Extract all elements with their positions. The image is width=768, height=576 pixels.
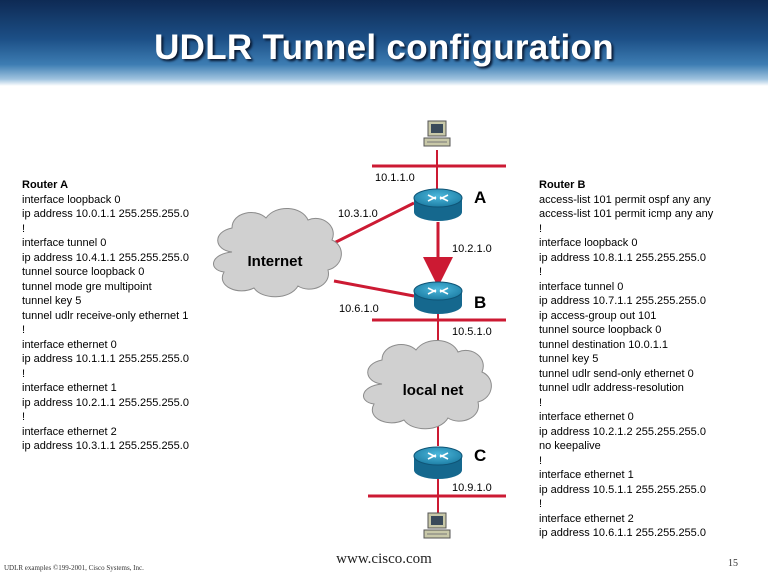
router-c-label: C	[474, 446, 486, 465]
config-line: tunnel mode gre multipoint	[22, 280, 152, 293]
title-bar	[0, 0, 768, 86]
config-line: interface ethernet 0	[539, 411, 634, 423]
config-line: ip access-group out 101	[539, 309, 657, 322]
config-line: ip address 10.5.1.1 255.255.255.0	[539, 483, 706, 496]
config-line: interface loopback 0	[539, 237, 638, 249]
config-line: interface ethernet 2	[22, 425, 117, 438]
config-line: interface ethernet 0	[22, 338, 117, 351]
workstation-icon	[423, 512, 451, 539]
config-line: !	[539, 498, 543, 510]
config-line: tunnel key 5	[539, 353, 599, 365]
config-line: !	[22, 411, 26, 423]
config-line: !	[22, 222, 26, 235]
router-b-icon	[413, 281, 463, 314]
config-line: !	[539, 454, 543, 467]
footer-url: www.cisco.com	[336, 551, 432, 567]
footer-copyright: UDLR examples ©199-2001, Cisco Systems, …	[4, 564, 144, 572]
net-label-bottom-lan: 10.9.1.0	[452, 482, 492, 494]
net-label-a-b-link: 10.2.1.0	[452, 243, 492, 255]
config-line: tunnel destination 10.0.1.1	[539, 338, 669, 351]
config-line: ip address 10.3.1.1 255.255.255.0	[22, 440, 189, 452]
page-number: 15	[728, 558, 738, 569]
router-a-label: A	[474, 188, 486, 207]
config-line: interface loopback 0	[22, 193, 121, 206]
config-line: !	[22, 367, 26, 380]
net-label-a-internet: 10.3.1.0	[338, 208, 378, 220]
config-line: ip address 10.1.1.1 255.255.255.0	[22, 353, 189, 365]
config-line: !	[539, 396, 543, 409]
net-label-top-lan: 10.1.1.0	[375, 172, 415, 184]
a-internet-link	[331, 201, 415, 246]
config-line: interface ethernet 2	[539, 512, 634, 525]
workstation-icon	[423, 120, 451, 147]
router-b-config-lines: access-list 101 permit ospf any any acces…	[539, 193, 713, 541]
config-line: tunnel source loopback 0	[22, 266, 145, 278]
config-line: access-list 101 permit icmp any any	[539, 208, 714, 220]
config-line: ip address 10.0.1.1 255.255.255.0	[22, 208, 189, 220]
router-b-heading: Router B	[539, 179, 586, 191]
config-line: tunnel source loopback 0	[539, 324, 662, 336]
config-line: interface ethernet 1	[22, 382, 117, 394]
router-a-heading: Router A	[22, 179, 69, 191]
router-a-config: Router A interface loopback 0 ip address …	[22, 178, 189, 454]
config-line: no keepalive	[539, 440, 601, 452]
config-line: tunnel udlr send-only ethernet 0	[539, 367, 694, 380]
config-line: tunnel udlr receive-only ethernet 1	[22, 309, 189, 322]
local-net-cloud-label: local net	[403, 382, 464, 399]
config-line: interface tunnel 0	[539, 280, 624, 293]
slide-title: UDLR Tunnel configuration	[154, 28, 614, 67]
router-c-icon	[413, 446, 463, 479]
config-line: ip address 10.7.1.1 255.255.255.0	[539, 295, 706, 307]
net-label-b-lan: 10.5.1.0	[452, 326, 492, 338]
net-label-b-internet: 10.6.1.0	[339, 303, 379, 315]
b-internet-link	[333, 279, 415, 298]
config-line: ip address 10.6.1.1 255.255.255.0	[539, 527, 706, 539]
router-a-config-lines: interface loopback 0 ip address 10.0.1.1 …	[22, 193, 189, 454]
router-a-icon	[413, 188, 463, 221]
local-net-cloud-icon	[363, 340, 492, 430]
config-line: ip address 10.8.1.1 255.255.255.0	[539, 251, 706, 264]
config-line: tunnel udlr address-resolution	[539, 382, 684, 394]
config-line: ip address 10.4.1.1 255.255.255.0	[22, 251, 189, 264]
config-line: ip address 10.2.1.1 255.255.255.0	[22, 396, 189, 409]
config-line: access-list 101 permit ospf any any	[539, 193, 711, 206]
config-line: ip address 10.2.1.2 255.255.255.0	[539, 425, 706, 438]
config-line: interface tunnel 0	[22, 237, 107, 249]
router-b-config: Router B access-list 101 permit ospf any…	[539, 178, 713, 541]
internet-cloud-label: Internet	[247, 253, 302, 270]
config-line: tunnel key 5	[22, 295, 82, 307]
config-line: !	[22, 324, 26, 336]
config-line: interface ethernet 1	[539, 469, 634, 481]
internet-cloud-icon	[213, 208, 342, 298]
router-b-label: B	[474, 293, 486, 312]
config-line: !	[539, 266, 543, 278]
config-line: !	[539, 222, 543, 235]
